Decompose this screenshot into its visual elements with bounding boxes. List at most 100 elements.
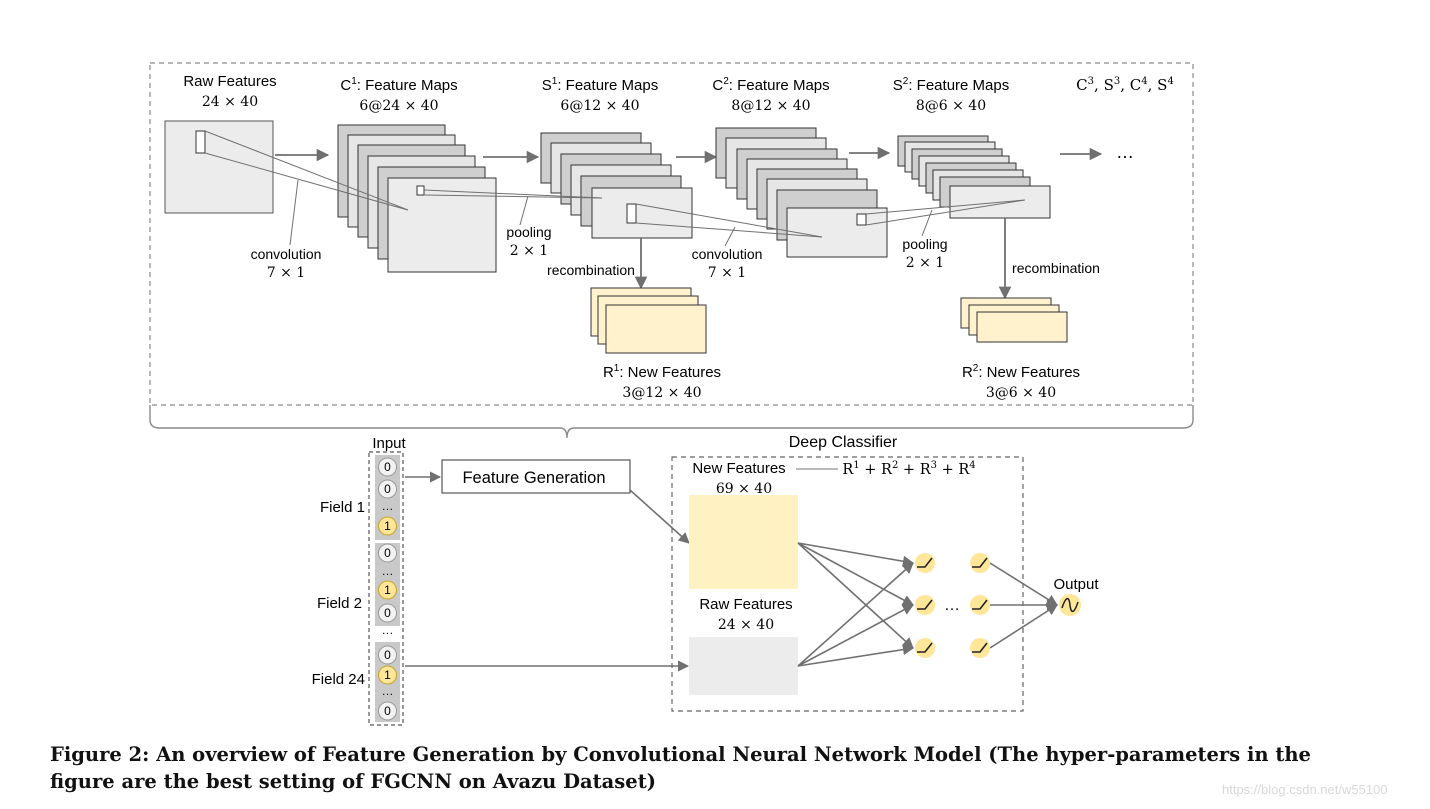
bit-zero xyxy=(378,603,397,623)
continue-ellipsis: … xyxy=(1116,142,1134,162)
pool1-proj-top xyxy=(423,189,603,199)
conv2-label: convolution xyxy=(692,246,763,262)
c1-feature-maps xyxy=(337,124,497,273)
c2-title: C2: Feature Maps xyxy=(712,76,829,94)
bit-zero xyxy=(378,457,397,477)
bit-one xyxy=(378,580,397,600)
bit-zero-label: 0 xyxy=(384,460,391,474)
conv1-leader xyxy=(289,179,299,246)
pool1-size: 2 × 1 xyxy=(510,243,548,259)
classifier-title: Deep Classifier xyxy=(789,434,898,451)
bit-zero xyxy=(378,645,397,665)
r2-title: R2: New Features xyxy=(962,363,1080,381)
conv1-proj-top xyxy=(204,130,409,211)
hidden-dots: … xyxy=(944,597,960,614)
s2-feature-maps xyxy=(897,135,1051,219)
relu-neuron xyxy=(915,553,935,573)
feature-generation-label: Feature Generation xyxy=(462,469,605,487)
c2-map xyxy=(786,207,888,258)
raw-features-label: Raw Features xyxy=(699,596,792,613)
bit-dots: … xyxy=(382,564,394,578)
raw-features-title: Raw Features xyxy=(183,73,276,90)
relu-neuron xyxy=(915,595,935,615)
input-bits: 0 0 … 1 0 … 1 0 … 0 1 … 0 xyxy=(378,457,397,721)
edge xyxy=(797,562,914,667)
pool2-label: pooling xyxy=(902,236,947,252)
bit-one-label: 1 xyxy=(384,519,391,533)
c2-feature-maps xyxy=(715,127,888,258)
field2-label: Field 2 xyxy=(317,595,362,612)
raw-feature-map xyxy=(164,120,274,214)
mlp-connections xyxy=(797,542,1059,667)
arrow-fg-to-new xyxy=(629,489,690,544)
field1-label: Field 1 xyxy=(320,499,365,516)
raw-features-dims-2: 24 × 40 xyxy=(718,617,774,633)
s1-dims: 6@12 × 40 xyxy=(560,98,639,114)
new-features-sum: R1 + R2 + R3 + R4 xyxy=(842,460,975,478)
pool2-proj-bottom xyxy=(865,199,1026,226)
bit-zero xyxy=(378,479,397,499)
bit-zero-label: 0 xyxy=(384,648,391,662)
r1-dims: 3@12 × 40 xyxy=(622,385,701,401)
input-title: Input xyxy=(372,435,406,452)
c1-map xyxy=(387,177,497,273)
bit-zero xyxy=(378,543,397,563)
bit-zero-label: 0 xyxy=(384,704,391,718)
r2-feature-maps xyxy=(960,297,1068,343)
edge xyxy=(797,542,914,649)
pool-window-2 xyxy=(856,213,867,226)
pool2-proj-top xyxy=(865,199,1026,215)
sigmoid-icon xyxy=(1061,597,1079,613)
bit-dots: … xyxy=(382,499,394,513)
relu-neuron xyxy=(915,638,935,658)
bit-zero-label: 0 xyxy=(384,546,391,560)
edge xyxy=(797,542,914,606)
relu-icon xyxy=(972,599,988,610)
input-frame xyxy=(368,451,404,726)
s2-title: S2: Feature Maps xyxy=(893,76,1009,94)
figure-caption: Figure 2: An overview of Feature Generat… xyxy=(50,743,1311,793)
feature-generation-box xyxy=(441,459,631,494)
bit-zero xyxy=(378,701,397,721)
bit-zero-label: 0 xyxy=(384,482,391,496)
watermark: https://blog.csdn.net/w55100 xyxy=(1222,782,1388,797)
c2-dims: 8@12 × 40 xyxy=(731,98,810,114)
conv-kernel-window-2 xyxy=(626,203,637,224)
relu-icon xyxy=(972,557,988,568)
bit-one xyxy=(378,516,397,536)
relu-icon xyxy=(917,557,933,568)
pool1-label: pooling xyxy=(506,224,551,240)
bit-zero-label: 0 xyxy=(384,606,391,620)
r1-map xyxy=(605,304,707,354)
new-features-label: New Features xyxy=(692,460,785,477)
relu-neuron xyxy=(970,638,990,658)
pool1-proj-bottom xyxy=(423,194,603,199)
r1-title: R1: New Features xyxy=(603,363,721,381)
bit-one xyxy=(378,665,397,685)
hidden-neurons xyxy=(915,553,990,658)
relu-icon xyxy=(917,642,933,653)
conv2-proj-bottom xyxy=(635,222,823,238)
conv1-proj-bottom xyxy=(204,152,409,211)
new-features-block xyxy=(689,495,798,589)
relu-neuron xyxy=(970,595,990,615)
output-label: Output xyxy=(1053,576,1099,593)
edge xyxy=(989,562,1058,606)
s1-map xyxy=(591,187,693,239)
raw-features-dims: 24 × 40 xyxy=(202,94,258,110)
edge xyxy=(797,604,914,667)
conv2-proj-top xyxy=(635,203,823,238)
bit-dots: … xyxy=(382,684,394,698)
conv2-leader xyxy=(724,226,736,247)
c1-title: C1: Feature Maps xyxy=(340,76,457,94)
brace xyxy=(149,405,1194,439)
bit-one-label: 1 xyxy=(384,668,391,682)
s1-title: S1: Feature Maps xyxy=(542,76,658,94)
recomb2-label: recombination xyxy=(1012,260,1100,276)
edge xyxy=(989,604,1058,649)
more-layers-label: C3, S3, C4, S4 xyxy=(1076,76,1174,94)
pool2-size: 2 × 1 xyxy=(906,255,944,271)
relu-icon xyxy=(972,642,988,653)
pool2-leader xyxy=(921,209,933,237)
